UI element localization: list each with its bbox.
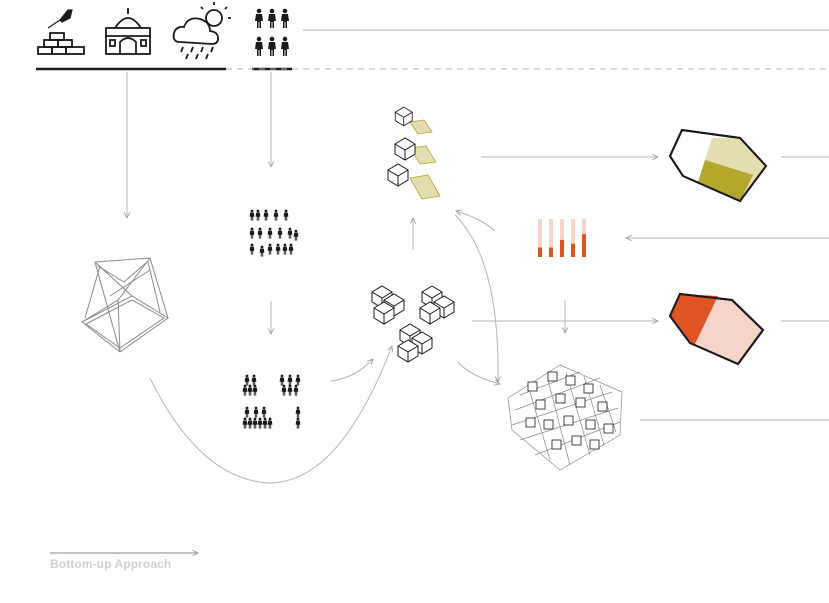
bar-3 xyxy=(560,239,564,257)
bar-track xyxy=(549,219,553,257)
people-group-icon xyxy=(255,8,289,56)
cloud-sun-rain-icon xyxy=(172,2,231,60)
connector-arrows xyxy=(127,72,829,484)
bar-5 xyxy=(582,234,586,257)
bar-track xyxy=(560,219,564,257)
bottom-up-approach-label: Bottom-up Approach xyxy=(50,557,172,571)
tent-structure-sketch xyxy=(81,257,169,353)
bar-4 xyxy=(571,243,575,257)
bar-2 xyxy=(549,247,553,257)
housing-clusters xyxy=(371,285,455,363)
people-groups-cluster xyxy=(242,374,301,429)
olive-plot-shape xyxy=(668,128,768,203)
bar-track xyxy=(538,219,542,257)
orange-plot-shape xyxy=(668,292,765,366)
housing-units-with-plots xyxy=(387,106,441,200)
bar-1 xyxy=(538,247,542,257)
mosque-building-icon xyxy=(105,8,151,55)
trowel-bricks-icon xyxy=(37,9,85,55)
header-rules xyxy=(36,29,829,71)
bar-track xyxy=(571,219,575,257)
settlement-plan xyxy=(507,364,623,471)
connector-lines xyxy=(640,156,829,421)
orange-bar-chart xyxy=(538,219,586,257)
people-activities-cluster xyxy=(249,209,299,257)
